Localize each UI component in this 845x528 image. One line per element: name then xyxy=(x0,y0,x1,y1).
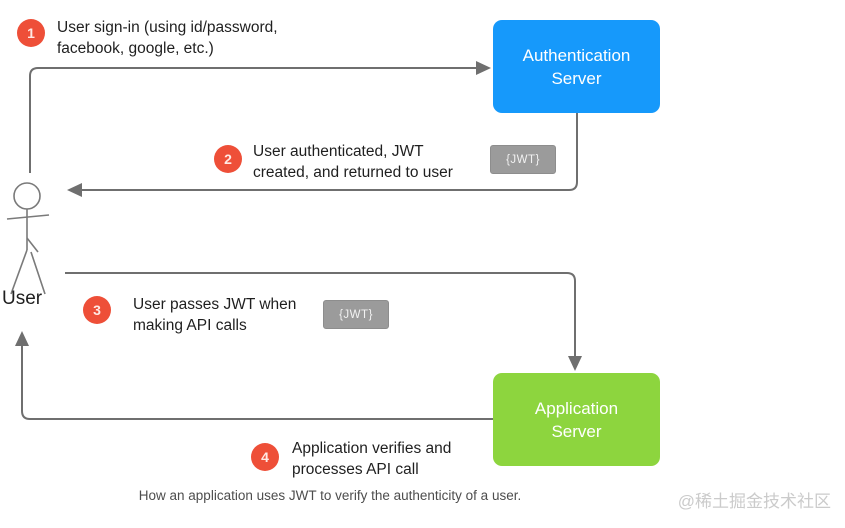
jwt-token-badge-returned: {JWT} xyxy=(490,145,556,174)
diagram-caption: How an application uses JWT to verify th… xyxy=(138,488,522,503)
application-server-node: Application Server xyxy=(493,373,660,466)
authentication-server-node: Authentication Server xyxy=(493,20,660,113)
arrow-api-call xyxy=(65,272,582,371)
arrow-signin xyxy=(29,61,491,173)
step-2-label: User authenticated, JWT created, and ret… xyxy=(253,143,453,181)
user-node-label: User xyxy=(2,288,43,309)
watermark-text: @稀土掘金技术社区 xyxy=(677,492,831,511)
arrow-jwt-returned xyxy=(67,113,578,197)
step-4-label: Application verifies and processes API c… xyxy=(292,440,452,478)
jwt-token-badge-passed: {JWT} xyxy=(323,300,389,329)
step-1-badge: 1 xyxy=(17,19,45,47)
step-3-label: User passes JWT when making API calls xyxy=(133,296,297,334)
step-3-badge: 3 xyxy=(83,296,111,324)
arrow-response xyxy=(15,331,493,420)
step-1-label: User sign-in (using id/password, faceboo… xyxy=(57,19,278,57)
step-4-badge: 4 xyxy=(251,443,279,471)
step-2-badge: 2 xyxy=(214,145,242,173)
user-stick-figure xyxy=(6,182,50,295)
